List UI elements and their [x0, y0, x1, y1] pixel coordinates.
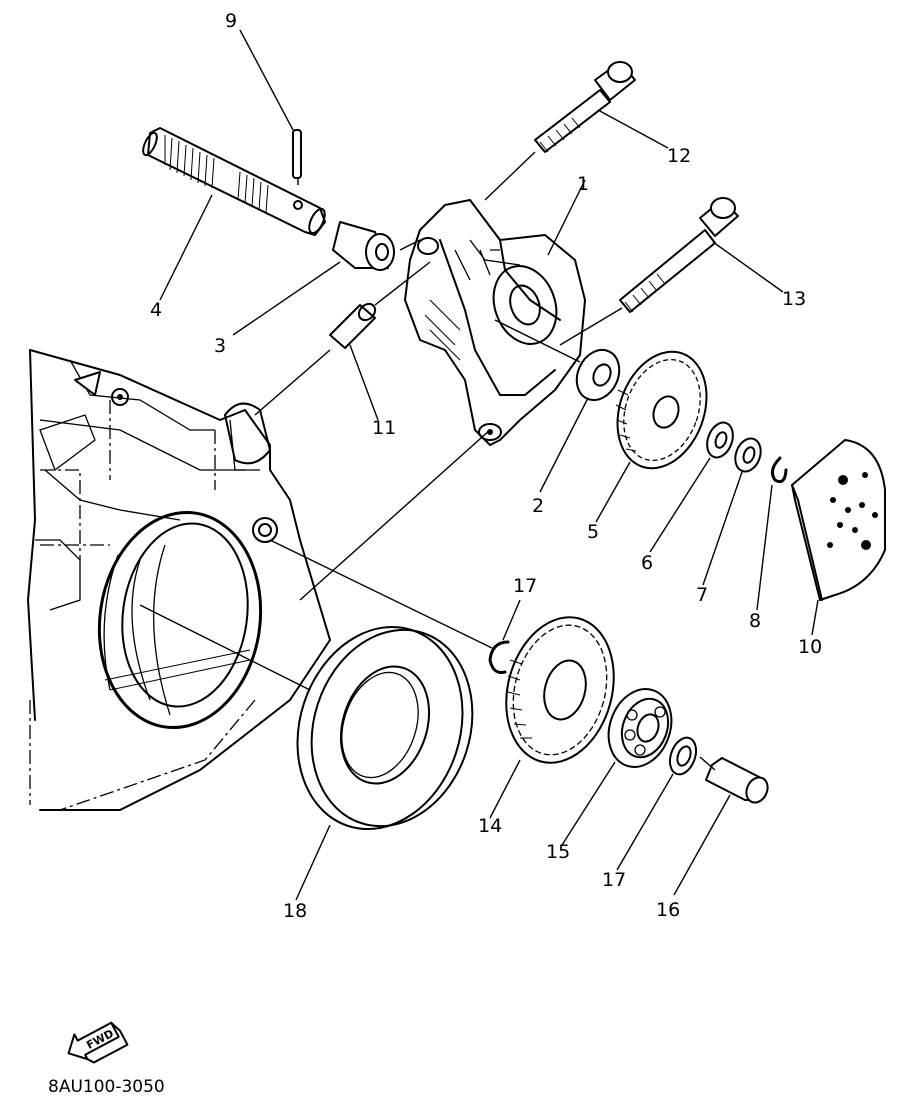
label-11: 11: [372, 417, 396, 439]
label-14: 14: [478, 815, 502, 837]
part-15-bearing: [607, 688, 673, 768]
label-8: 8: [749, 610, 761, 632]
part-16-pin: [705, 757, 769, 804]
label-13: 13: [782, 288, 806, 310]
label-9: 9: [225, 10, 237, 32]
part-7-washer: [734, 437, 762, 473]
label-17-lower: 17: [602, 869, 626, 891]
label-10: 10: [798, 636, 822, 658]
fwd-arrow-icon: FWD: [67, 1021, 129, 1064]
part-12-bolt: [534, 61, 636, 153]
part-4-shaft: [142, 127, 326, 236]
label-3: 3: [214, 335, 226, 357]
label-16: 16: [656, 899, 680, 921]
part-6-washer: [706, 421, 734, 459]
part-14-sprocket: [505, 616, 615, 764]
label-15: 15: [546, 841, 570, 863]
label-6: 6: [641, 552, 653, 574]
part-8-clip: [770, 456, 788, 484]
label-17-upper: 17: [513, 575, 537, 597]
part-10-plate: [791, 439, 886, 601]
part-17-circlip-upper: [488, 640, 510, 674]
callout-labels: 9 4 3 11 12 1 13 2 5 6 7 8 10 17 14 15 1…: [150, 10, 822, 922]
part-18-ring: [296, 625, 474, 831]
part-5-sprocket: [615, 350, 708, 470]
label-7: 7: [696, 584, 708, 606]
part-3-collar: [332, 221, 395, 271]
label-2: 2: [532, 495, 544, 517]
label-18: 18: [283, 900, 307, 922]
crankcase-housing: [27, 349, 331, 811]
label-5: 5: [587, 521, 599, 543]
part-13-bolt: [619, 197, 739, 313]
callout-leaders: [159, 29, 819, 901]
label-4: 4: [150, 299, 162, 321]
part-11-dowel: [329, 302, 377, 349]
label-12: 12: [667, 145, 691, 167]
assembly-lines: [139, 151, 716, 771]
part-9-pin: [292, 129, 302, 179]
diagram-code: 8AU100-3050: [48, 1077, 165, 1097]
part-17-washer-lower: [668, 736, 698, 776]
label-1: 1: [577, 173, 589, 195]
part-1-cover-bracket: [404, 199, 586, 446]
